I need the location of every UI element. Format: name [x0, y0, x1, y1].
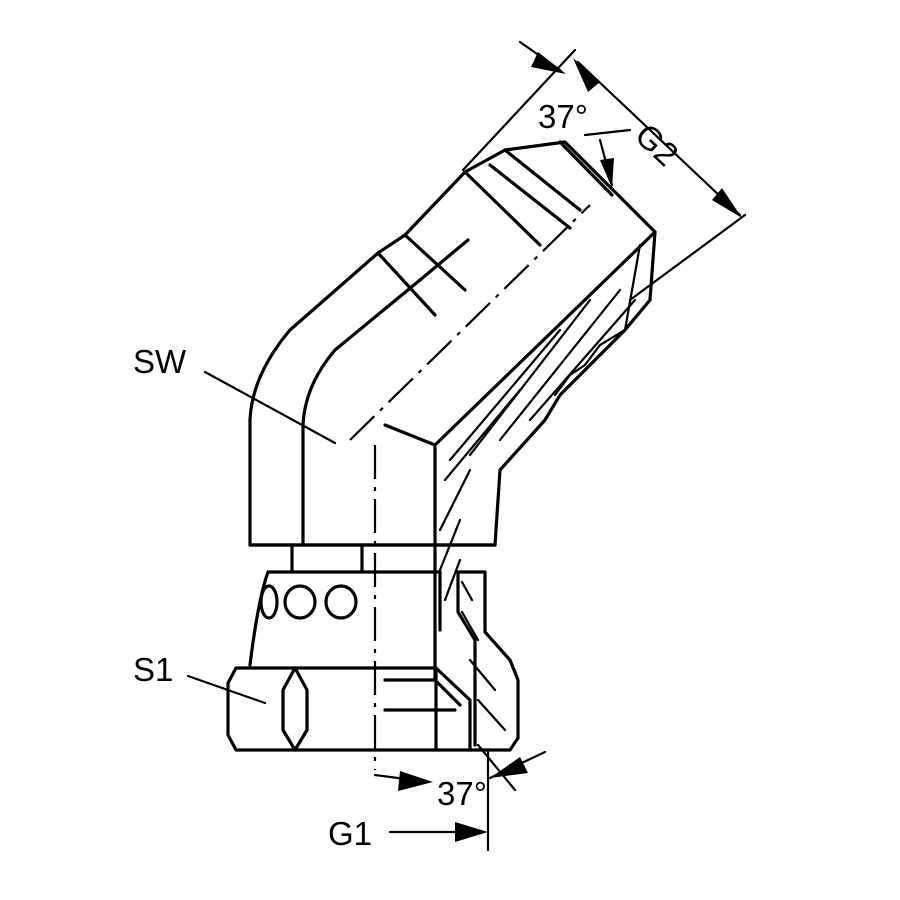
oring-1: [259, 584, 279, 620]
label-g1: G1: [328, 815, 372, 852]
centerlines: [349, 204, 591, 770]
oring-3: [324, 584, 358, 620]
elbow-body: [248, 140, 657, 682]
swivel-collar: [248, 543, 520, 747]
label-angle-bottom: 37°: [437, 775, 487, 812]
label-s1: S1: [133, 651, 173, 688]
leader-s1: [186, 674, 267, 705]
leader-sw: [203, 370, 337, 445]
dim-g1: [373, 748, 490, 852]
label-g2: G2: [628, 116, 685, 173]
dim-angle-bottom: [476, 743, 547, 792]
label-angle-top: 37°: [538, 98, 588, 135]
dim-angle-top: [583, 128, 632, 188]
oring-2: [283, 584, 317, 620]
label-sw: SW: [133, 343, 187, 380]
dim-g2: [461, 40, 747, 302]
